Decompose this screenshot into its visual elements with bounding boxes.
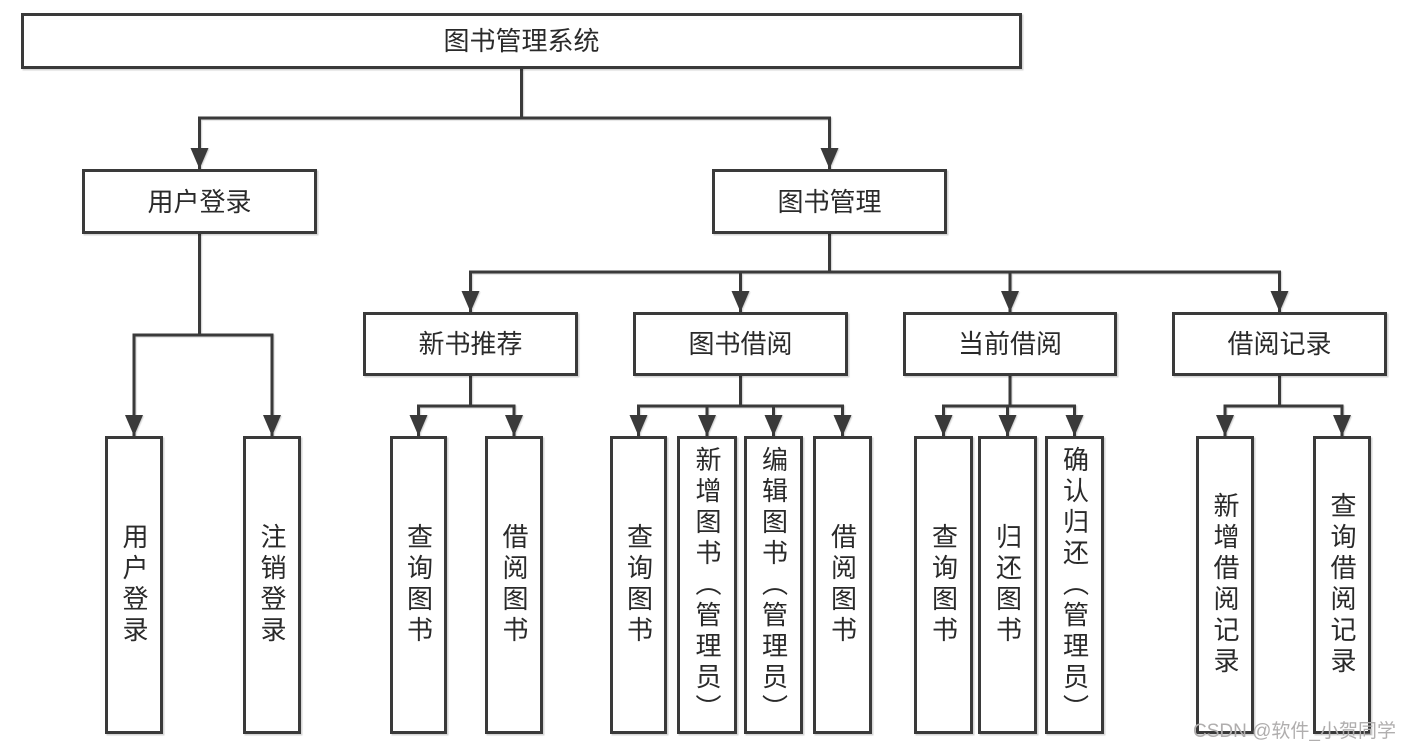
leaf-borrow-add-books-admin: 新增图书（管理员） (677, 436, 737, 734)
leaf-borrow-query-books: 查询图书 (610, 436, 667, 734)
node-book-borrow: 图书借阅 (633, 312, 848, 376)
leaf-records-add-record: 新增借阅记录 (1196, 436, 1254, 734)
leaf-logout-login: 注销登录 (243, 436, 301, 734)
node-current-borrow: 当前借阅 (903, 312, 1117, 376)
node-new-book-recommend: 新书推荐 (363, 312, 578, 376)
node-current-borrow-label: 当前借阅 (957, 329, 1062, 359)
node-book-management-label: 图书管理 (777, 186, 882, 217)
leaf-borrow-edit-books-admin: 编辑图书（管理员） (744, 436, 803, 734)
leaf-borrow-borrow-books: 借阅图书 (813, 436, 872, 734)
node-borrow-records-label: 借阅记录 (1227, 329, 1332, 359)
leaf-current-return-books: 归还图书 (978, 436, 1037, 734)
node-user-login: 用户登录 (82, 169, 317, 234)
leaf-current-confirm-return-admin-label: 确认归还（管理员） (1059, 445, 1090, 725)
node-borrow-records: 借阅记录 (1172, 312, 1387, 376)
leaf-newbook-query-books: 查询图书 (390, 436, 447, 734)
leaf-current-confirm-return-admin: 确认归还（管理员） (1045, 436, 1104, 734)
leaf-user-login: 用户登录 (105, 436, 163, 734)
node-book-management: 图书管理 (712, 169, 947, 234)
leaf-borrow-borrow-books-label: 借阅图书 (827, 523, 858, 647)
connector-bus (132, 67, 1344, 408)
node-root: 图书管理系统 (21, 13, 1022, 69)
node-user-login-label: 用户登录 (147, 186, 252, 217)
leaf-newbook-borrow-books-label: 借阅图书 (499, 523, 529, 647)
leaf-records-query-record-label: 查询借阅记录 (1327, 492, 1357, 678)
leaf-borrow-add-books-admin-label: 新增图书（管理员） (692, 445, 722, 725)
leaf-records-query-record: 查询借阅记录 (1313, 436, 1371, 734)
leaf-user-login-label: 用户登录 (119, 523, 149, 647)
leaf-newbook-borrow-books: 借阅图书 (485, 436, 543, 734)
leaf-current-query-books-label: 查询图书 (928, 523, 959, 647)
leaf-borrow-edit-books-admin-label: 编辑图书（管理员） (758, 445, 789, 725)
leaf-newbook-query-books-label: 查询图书 (403, 523, 434, 647)
node-book-borrow-label: 图书借阅 (688, 329, 793, 359)
leaf-current-return-books-label: 归还图书 (992, 523, 1023, 647)
leaf-current-query-books: 查询图书 (914, 436, 973, 734)
leaf-borrow-query-books-label: 查询图书 (623, 523, 654, 647)
node-root-label: 图书管理系统 (443, 26, 600, 56)
node-new-book-recommend-label: 新书推荐 (418, 329, 523, 359)
leaf-records-add-record-label: 新增借阅记录 (1210, 492, 1240, 678)
csdn-watermark: CSDN @软件_小贺同学 (1193, 721, 1396, 742)
leaf-logout-login-label: 注销登录 (257, 523, 287, 647)
